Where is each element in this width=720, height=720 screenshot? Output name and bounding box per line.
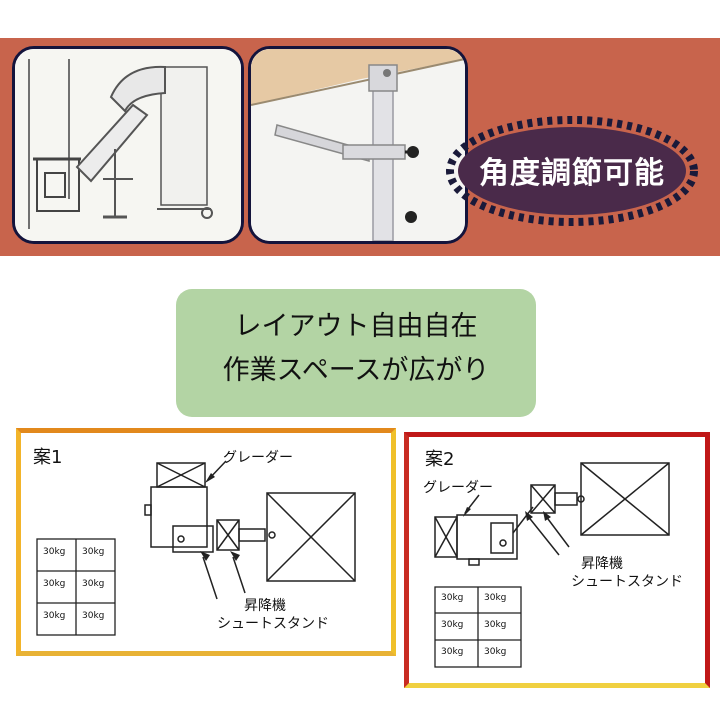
angle-badge-text: 角度調節可能 [479, 156, 665, 191]
layout-plan-1-title: 案1 [33, 447, 63, 468]
layout-plan-1: 案1 グレーダー 昇降機 シュートスタンド 30kg 30kg 30kg 30k… [16, 428, 396, 656]
photo-angle-bracket [248, 46, 468, 244]
pallet-grid [36, 538, 116, 636]
pallet-cell: 30kg [484, 593, 507, 603]
pallet-cell: 30kg [82, 547, 105, 557]
layout-plan-2: 案2 グレーダー 昇降機 シュートスタンド 30kg 30kg 30kg 30k… [404, 432, 710, 688]
lift-unit [490, 522, 514, 554]
container-box [580, 462, 670, 536]
grader-body [150, 486, 208, 548]
pallet-cell: 30kg [82, 579, 105, 589]
angle-badge [446, 116, 698, 226]
photo-chute-machine [12, 46, 244, 244]
pallet-cell: 30kg [441, 647, 464, 657]
pallet-cell: 30kg [441, 593, 464, 603]
pallet-cell: 30kg [43, 547, 66, 557]
pallet-cell: 30kg [484, 620, 507, 630]
slogan-box: レイアウト自由自在 作業スペースが広がり [176, 289, 536, 417]
layout-plan-1-drawing [36, 460, 356, 636]
grader-label: グレーダー [223, 450, 293, 466]
pallet-cell: 30kg [484, 647, 507, 657]
slogan-line-2: 作業スペースが広がり [222, 355, 490, 386]
pallet-grid [434, 586, 522, 668]
slogan-line-1: レイアウト自由自在 [234, 311, 478, 342]
grader-body [456, 514, 518, 560]
pallet-cell: 30kg [43, 611, 66, 621]
layout-plan-2-title: 案2 [425, 449, 455, 470]
lift-label: 昇降機 [581, 556, 623, 572]
grader-label: グレーダー [423, 480, 493, 496]
layout-plan-2-drawing [434, 462, 670, 668]
chute-stand-label: シュートスタンド [571, 574, 683, 590]
pallet-cell: 30kg [43, 579, 66, 589]
pallet-cell: 30kg [82, 611, 105, 621]
lift-label: 昇降機 [244, 598, 286, 614]
chute-stand-label: シュートスタンド [217, 616, 329, 632]
pallet-cell: 30kg [441, 620, 464, 630]
container-box [266, 492, 356, 582]
lift-unit [172, 525, 214, 553]
